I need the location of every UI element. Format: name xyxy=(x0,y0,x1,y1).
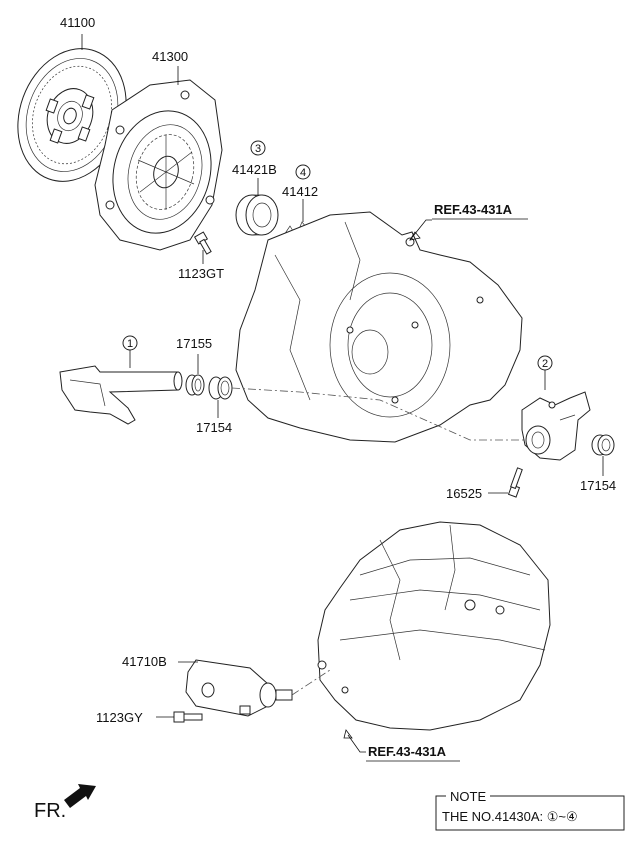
part-label-17154-right: 17154 xyxy=(580,478,616,493)
part-label-41300: 41300 xyxy=(152,49,188,64)
note-box: NOTE THE NO.41430A: ①~④ xyxy=(435,789,625,831)
release-bearing-drawing xyxy=(235,194,279,236)
clutch-disc-drawing xyxy=(17,48,127,182)
part-label-41412: 41412 xyxy=(282,184,318,199)
seal-17154-right-drawing xyxy=(591,434,615,456)
callout-3-circle xyxy=(250,140,266,156)
callout-3-number: 3 xyxy=(255,143,261,155)
callout-4-number: 4 xyxy=(300,167,306,179)
front-arrow-icon xyxy=(64,784,96,808)
fork-shaft-drawing xyxy=(59,365,183,425)
cylinder-bolt-drawing xyxy=(173,711,203,723)
callout-1-number: 1 xyxy=(127,338,133,350)
upper-transmission-housing-drawing xyxy=(235,211,523,443)
front-indicator-label: FR. xyxy=(34,800,66,822)
ref-label-lower: REF.43-431A xyxy=(368,744,447,759)
part-label-1123GY: 1123GY xyxy=(96,710,143,725)
part-label-41710B: 41710B xyxy=(122,654,167,669)
callout-4-circle xyxy=(295,164,311,180)
seal-17154-left-drawing xyxy=(208,376,233,400)
part-label-41100: 41100 xyxy=(60,15,95,30)
note-title: NOTE xyxy=(450,789,486,804)
part-label-41421B: 41421B xyxy=(232,162,277,177)
part-label-16525: 16525 xyxy=(446,486,482,501)
part-label-17155: 17155 xyxy=(176,336,212,351)
part-label-1123GT: 1123GT xyxy=(178,266,224,281)
release-cylinder-drawing xyxy=(185,659,331,717)
part-label-17154-left: 17154 xyxy=(196,420,232,435)
callout-2-number: 2 xyxy=(542,358,548,370)
clutch-cover-drawing xyxy=(94,79,223,251)
release-fork-drawing xyxy=(521,391,591,461)
bushing-17155-drawing xyxy=(185,374,205,396)
fork-bolt-drawing xyxy=(507,467,523,498)
lower-transmission-drawing xyxy=(317,521,551,731)
cover-bolt-drawing xyxy=(193,231,212,255)
note-text: THE NO.41430A: ①~④ xyxy=(442,809,578,824)
ref-label-upper: REF.43-431A xyxy=(434,202,513,217)
